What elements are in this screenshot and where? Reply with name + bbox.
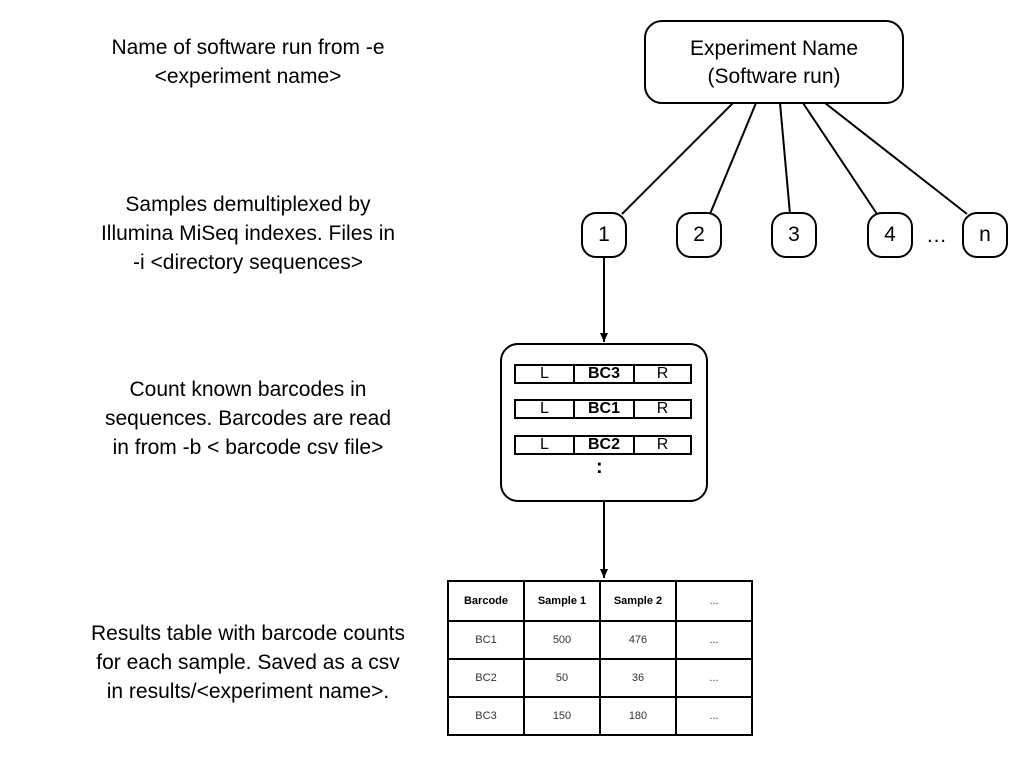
experiment-node: Experiment Name (Software run) (644, 20, 904, 104)
table-cell: 36 (599, 658, 677, 698)
table-cell: BC1 (447, 620, 525, 660)
description-line: <experiment name> (154, 65, 342, 88)
table-cell: ... (675, 620, 753, 660)
table-cell: 50 (523, 658, 601, 698)
edge-experiment-sample-4 (802, 102, 878, 215)
sample-node-n: n (962, 212, 1008, 258)
read-barcode: BC2 (575, 437, 635, 453)
read-right-flank: R (656, 400, 669, 417)
experiment-node-subtitle: (Software run) (707, 65, 841, 88)
sample-node-3: 3 (771, 212, 817, 258)
description-line: Name of software run from -e (111, 36, 385, 59)
description-line: for each sample. Saved as a csv (96, 651, 400, 674)
table-cell: ... (675, 658, 753, 698)
table-cell: 500 (523, 620, 601, 660)
edge-experiment-sample-1 (621, 102, 734, 215)
read-barcode: BC1 (575, 401, 635, 417)
table-cell: ... (675, 696, 753, 736)
table-header-row: Barcode Sample 1 Sample 2 ... (447, 580, 753, 622)
column-header: ... (675, 580, 753, 622)
description-line: Samples demultiplexed by (125, 193, 371, 216)
read-row: L BC3 R (514, 364, 692, 384)
read-left-flank: L (516, 401, 575, 417)
step-description-barcodes: Count known barcodes in sequences. Barco… (60, 375, 436, 462)
table-cell: 180 (599, 696, 677, 736)
table-row: BC1 500 476 ... (447, 620, 753, 660)
step-description-samples: Samples demultiplexed by Illumina MiSeq … (60, 190, 436, 277)
column-header: Sample 2 (599, 580, 677, 622)
read-left-flank: L (516, 366, 575, 382)
step-description-results: Results table with barcode counts for ea… (40, 619, 456, 706)
read-right-flank: R (656, 365, 669, 382)
sample-node-1: 1 (581, 212, 627, 258)
description-line: in results/<experiment name>. (106, 680, 390, 703)
description-line: sequences. Barcodes are read (104, 407, 391, 430)
read-right-flank: R (656, 436, 669, 453)
experiment-node-title: Experiment Name (689, 37, 859, 60)
table-cell: 150 (523, 696, 601, 736)
more-reads-indicator: : (596, 456, 603, 478)
description-line: Illumina MiSeq indexes. Files in (100, 222, 396, 245)
description-line: in from -b < barcode csv file> (112, 436, 384, 459)
step-description-experiment: Name of software run from -e <experiment… (60, 33, 436, 91)
more-reads-dots: : (596, 456, 603, 478)
results-table: Barcode Sample 1 Sample 2 ... BC1 500 47… (447, 580, 753, 736)
edge-experiment-sample-2 (709, 102, 757, 215)
table-row: BC3 150 180 ... (447, 696, 753, 736)
description-line: -i <directory sequences> (133, 251, 363, 274)
table-cell: BC2 (447, 658, 525, 698)
column-header: Barcode (447, 580, 525, 622)
table-row: BC2 50 36 ... (447, 658, 753, 698)
read-row: L BC2 R (514, 435, 692, 455)
read-row: L BC1 R (514, 399, 692, 419)
edge-experiment-sample-n (824, 102, 968, 215)
table-cell: BC3 (447, 696, 525, 736)
sample-node-2: 2 (676, 212, 722, 258)
read-left-flank: L (516, 437, 575, 453)
sample-node-4: 4 (867, 212, 913, 258)
description-line: Count known barcodes in (129, 378, 367, 401)
edge-experiment-sample-3 (779, 102, 791, 215)
samples-ellipsis: … (926, 224, 947, 247)
read-barcode: BC3 (575, 366, 635, 382)
column-header: Sample 1 (523, 580, 601, 622)
table-cell: 476 (599, 620, 677, 660)
description-line: Results table with barcode counts (90, 622, 405, 645)
